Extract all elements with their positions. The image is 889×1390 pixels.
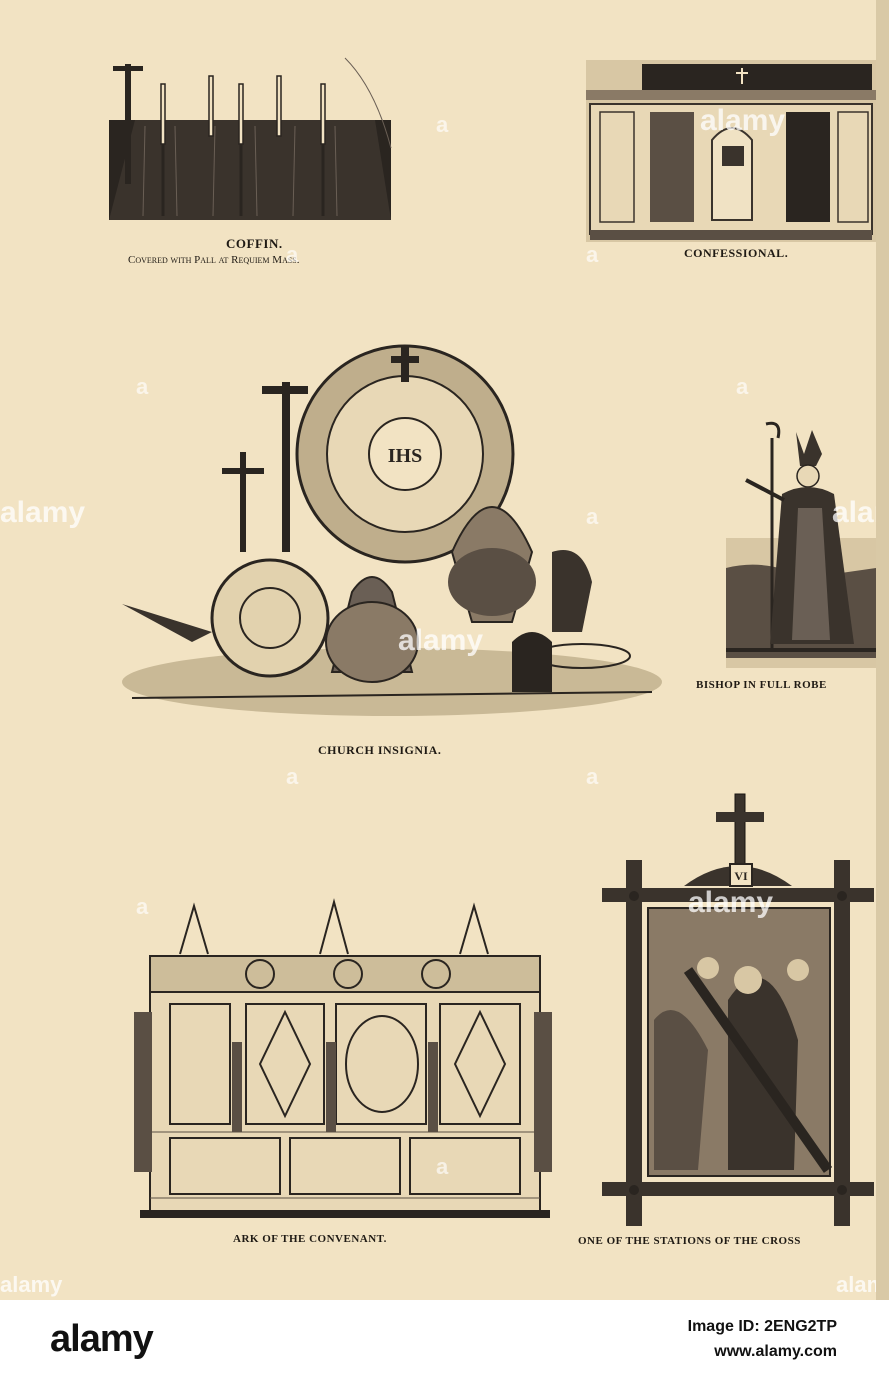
svg-text:VI: VI — [734, 869, 748, 883]
watermark-a-5: a — [286, 764, 299, 789]
coffin-caption-title: COFFIN. — [226, 236, 283, 251]
watermark-a-3: a — [736, 374, 749, 399]
watermark-bottom-left: alamy — [0, 1272, 63, 1297]
ark-caption: ARK OF THE CONVENANT. — [233, 1233, 387, 1245]
watermark-a-10: a — [586, 242, 599, 267]
church-insignia-caption: CHURCH INSIGNIA. — [318, 743, 442, 757]
confessional-caption: CONFESSIONAL. — [684, 246, 789, 260]
bishop-caption: BISHOP IN FULL ROBE — [696, 679, 827, 691]
watermark-top-mid: alamy — [700, 104, 786, 137]
watermark-a-1: a — [436, 112, 449, 137]
coffin-caption-subtitle: Covered with Pall at Requiem Mass. — [128, 254, 300, 266]
alamy-logo[interactable]: alamy — [50, 1318, 154, 1360]
coffin-illustration — [105, 48, 395, 228]
confessional-illustration — [586, 60, 876, 242]
stations-caption: ONE OF THE STATIONS OF THE CROSS — [578, 1235, 801, 1247]
watermark-a-2: a — [136, 374, 149, 399]
watermark-a-9: a — [286, 242, 299, 267]
watermark-center: alamy — [398, 624, 484, 657]
svg-text:IHS: IHS — [388, 445, 422, 467]
site-url-link[interactable]: www.alamy.com — [714, 1343, 837, 1360]
stations-illustration: VI — [598, 790, 876, 1226]
book-page: COFFIN. Covered with Pall at Requiem Mas… — [0, 0, 889, 1300]
church-insignia-illustration: IHS — [112, 342, 668, 734]
page-edge-shadow — [876, 0, 889, 1300]
watermark-a-8: a — [436, 1154, 449, 1179]
watermark-a-4: a — [586, 504, 599, 529]
bishop-illustration — [726, 418, 876, 668]
image-id-label: Image ID: 2ENG2TP — [687, 1318, 837, 1335]
ark-illustration — [110, 892, 554, 1222]
watermark-a-7: a — [136, 894, 149, 919]
watermark-bottom-mid: alamy — [688, 886, 774, 919]
footer-bar — [0, 1300, 889, 1390]
watermark-left: alamy — [0, 496, 86, 529]
watermark-a-6: a — [586, 764, 599, 789]
